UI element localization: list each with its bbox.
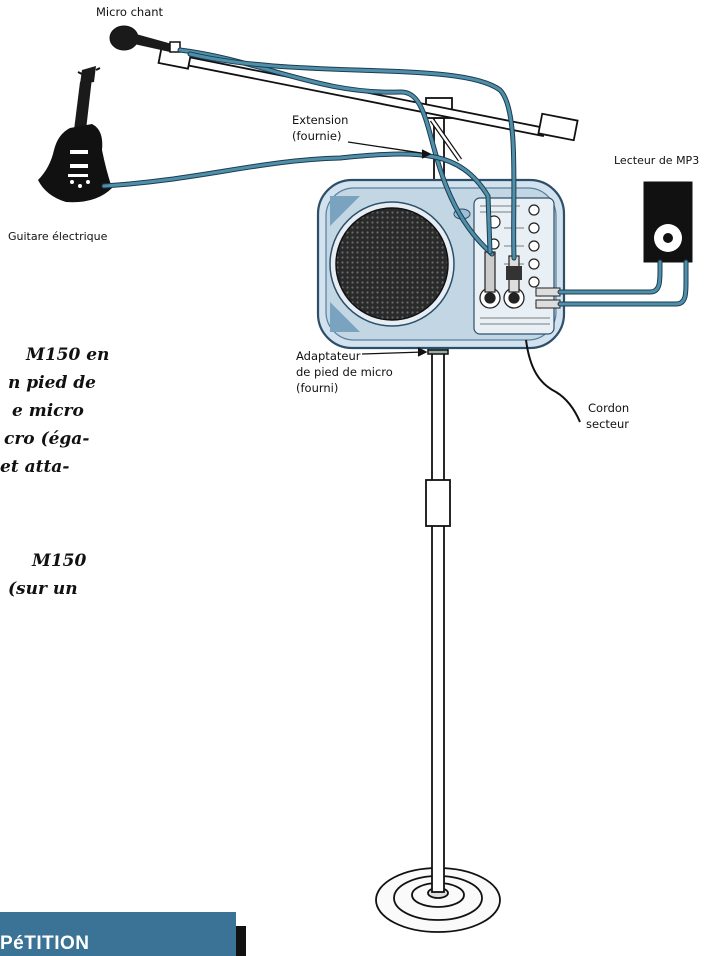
body-text-line: cro (éga-: [4, 429, 89, 449]
leader-lines: [347, 141, 432, 357]
label-extension-sub: (fournie): [292, 129, 341, 143]
label-guitare: Guitare électrique: [8, 230, 108, 243]
banner-text: PéTITION: [0, 933, 90, 954]
label-secteur: secteur: [586, 417, 629, 431]
microphone-icon: [109, 25, 181, 53]
stand-pole: [425, 351, 451, 893]
speaker-grille: [335, 207, 449, 321]
label-micro-chant: Micro chant: [96, 5, 164, 19]
panel-markings: [480, 205, 550, 325]
body-text-block: M150 en n pied de e micro cro (éga- et a…: [0, 345, 109, 599]
control-knobs: [487, 204, 540, 288]
label-cordon: Cordon: [588, 401, 629, 415]
mp3-player-icon: [643, 181, 693, 263]
electric-guitar-icon: [38, 66, 112, 203]
body-text-line: et atta-: [0, 457, 69, 477]
label-adaptateur: Adaptateur: [296, 349, 361, 363]
body-text-line: n pied de: [8, 373, 96, 393]
body-text-line: e micro: [12, 401, 84, 421]
speaker-unit: [316, 178, 566, 350]
section-banner: PéTITION: [0, 912, 246, 956]
body-text-line: M150: [31, 551, 86, 571]
label-lecteur-mp3: Lecteur de MP3: [614, 154, 699, 167]
boom-arm: [157, 44, 579, 142]
label-extension: Extension: [292, 113, 348, 127]
label-adaptateur-3: (fourni): [296, 381, 338, 395]
power-cord: [525, 339, 581, 423]
body-text-line: M150 en: [25, 345, 109, 365]
body-text-line: (sur un: [8, 579, 78, 599]
label-adaptateur-2: de pied de micro: [296, 365, 393, 379]
stand-clamp: [425, 479, 451, 527]
cables: [101, 47, 689, 307]
